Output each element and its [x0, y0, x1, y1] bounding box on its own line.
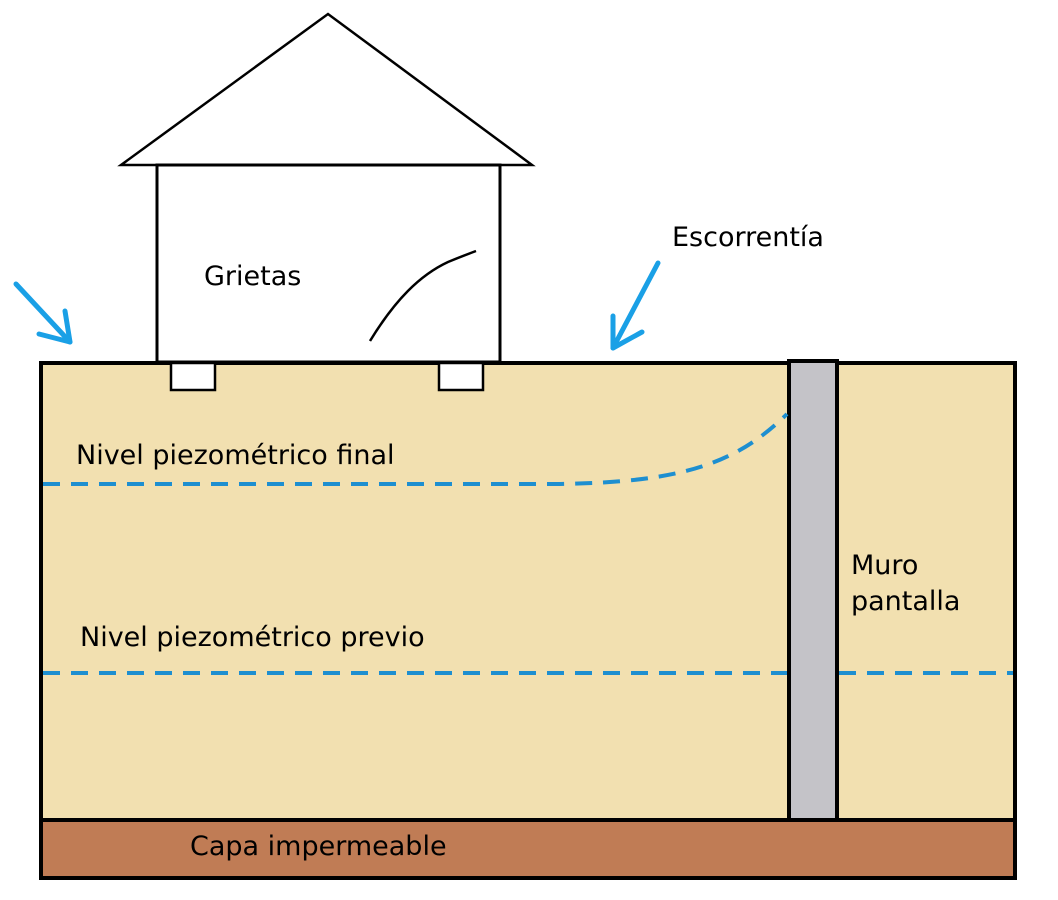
- diaphragm-wall: [787, 359, 839, 822]
- final-water-level-line: [43, 412, 789, 486]
- soil-block: [39, 361, 1017, 822]
- previous-water-level-label: Nivel piezométrico previo: [80, 622, 425, 653]
- final-water-level-label: Nivel piezométrico final: [76, 440, 395, 471]
- impermeable-layer: [39, 818, 1017, 880]
- impermeable-layer-label: Capa impermeable: [190, 831, 447, 862]
- runoff-label: Escorrentía: [672, 222, 824, 253]
- cracks-label: Grietas: [204, 261, 302, 292]
- runoff-arrow-left: [13, 281, 73, 345]
- crack-line: [368, 249, 477, 342]
- house-footing-right: [437, 361, 485, 392]
- wall-label-line1: Muro: [851, 550, 919, 581]
- house-footing-left: [169, 361, 217, 392]
- runoff-arrow-right: [610, 260, 661, 351]
- wall-label-line2: pantalla: [851, 586, 961, 617]
- house-roof: [117, 12, 536, 167]
